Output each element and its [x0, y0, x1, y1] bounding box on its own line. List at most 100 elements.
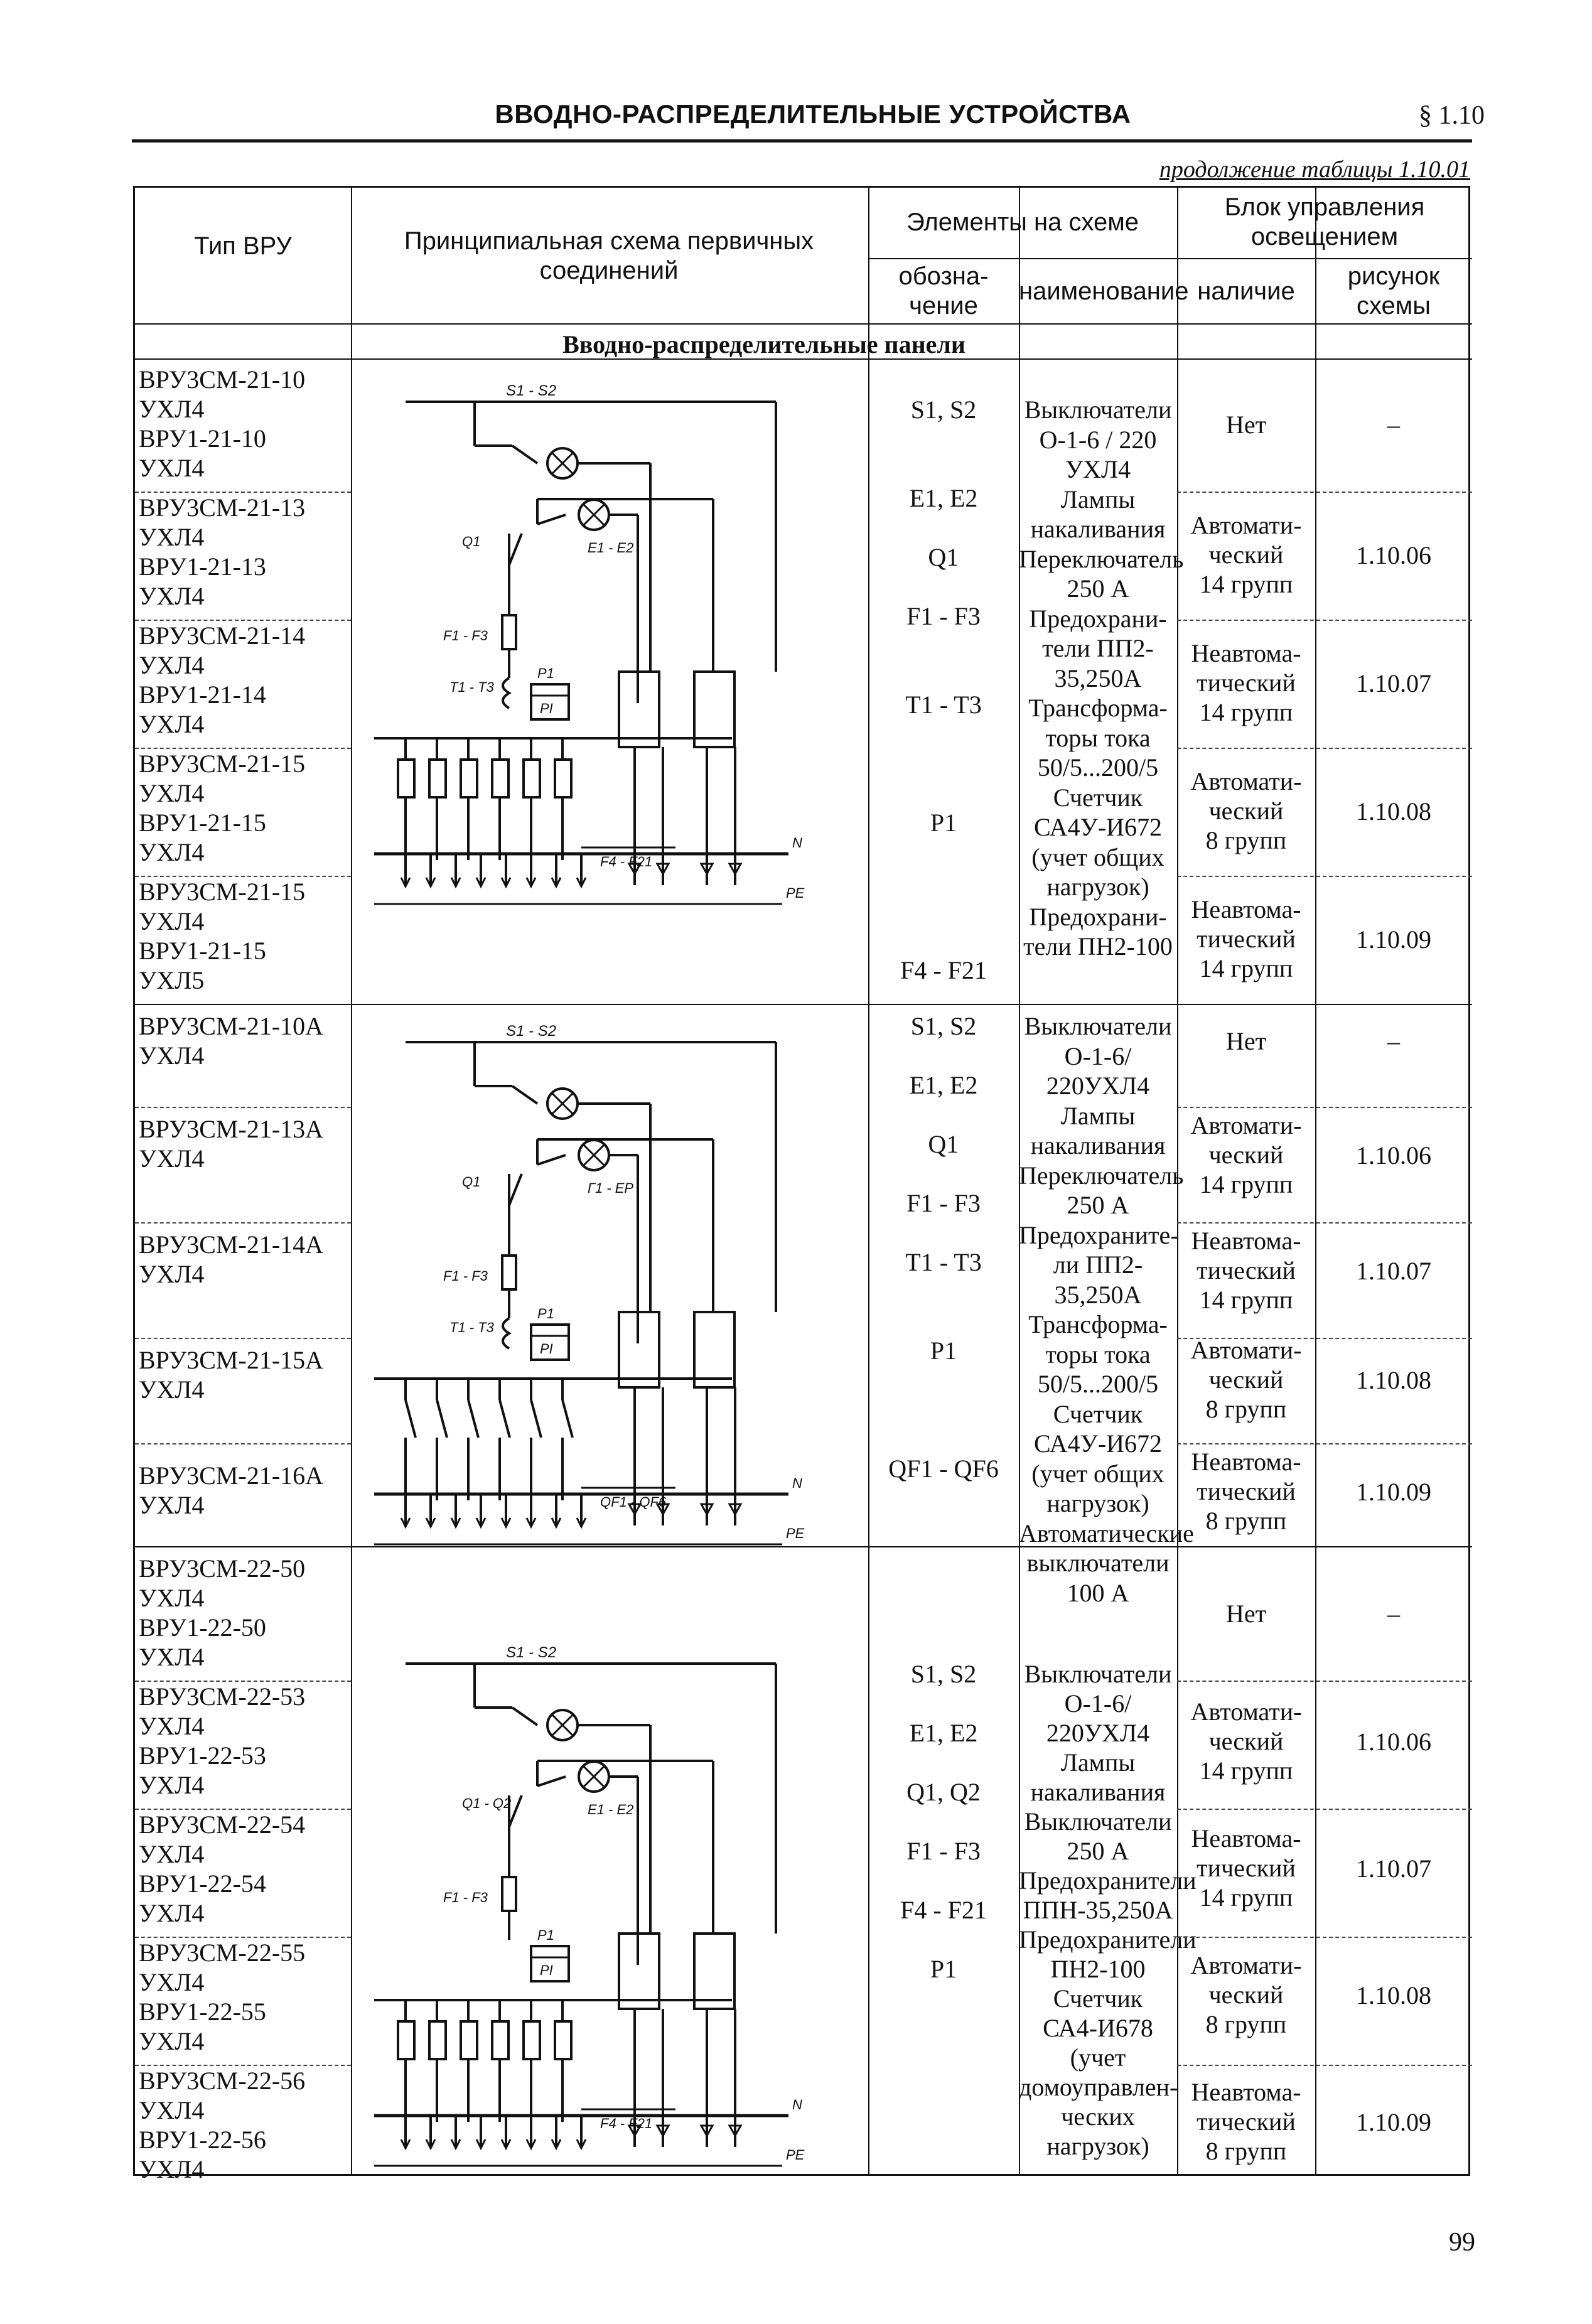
diagram-label: F1 - F3	[443, 1890, 488, 1905]
page-number: 99	[1449, 2228, 1475, 2257]
row-divider	[1177, 1107, 1472, 1108]
running-header-title: ВВОДНО-РАСПРЕДЕЛИТЕЛЬНЫЕ УСТРОЙСТВА	[495, 99, 1131, 129]
row-divider	[1177, 1681, 1472, 1682]
arrow-symbol	[425, 877, 436, 889]
diagram-label: PI	[540, 1341, 553, 1357]
diagram-label: F4 - F21	[600, 854, 652, 869]
drawing-cell: 1.10.09	[1356, 925, 1431, 954]
designation-cell: S1, S2 E1, E2 Q1 F1 - F3 T1 - T3 P1 QF1 …	[888, 1012, 999, 1483]
arrow-symbol	[525, 1517, 537, 1529]
diagram-stroke	[467, 1399, 480, 1438]
presence-cell: Автомати- ческий 14 групп	[1190, 1697, 1302, 1785]
device-symbol	[693, 1932, 736, 2010]
transformer-symbol	[502, 677, 512, 709]
col-rule	[1019, 188, 1020, 2174]
diagram-label: N	[792, 835, 802, 851]
type-cell: ВРУ3СМ-21-15А УХЛ4	[139, 1346, 324, 1404]
table-continuation-note: продолжение таблицы 1.10.01	[1159, 156, 1470, 183]
ground-symbol	[655, 1503, 670, 1517]
diagram-stroke	[508, 533, 523, 566]
fuse-symbol	[428, 758, 447, 799]
col-header-designation: обозна- чение	[898, 262, 989, 320]
type-cell: ВРУ3СМ-21-10 УХЛ4 ВРУ1-21-10 УХЛ4	[139, 365, 306, 482]
diagram-label: QF1 - QF6	[600, 1494, 667, 1510]
type-cell: ВРУ3СМ-21-16А УХЛ4	[139, 1461, 324, 1519]
fuse-symbol	[460, 758, 478, 799]
designation-cell: S1, S2 E1, E2 Q1, Q2 F1 - F3 F4 - F21 P1	[900, 1660, 987, 1983]
ground-symbol	[728, 863, 743, 876]
type-cell: ВРУ3СМ-22-56 УХЛ4 ВРУ1-22-56 УХЛ4	[139, 2067, 306, 2183]
diagram-label: Q1	[462, 1174, 480, 1190]
diagram-stroke	[404, 1399, 417, 1438]
header-rule	[132, 139, 1472, 143]
fuse-symbol	[501, 1254, 517, 1291]
fuse-symbol	[460, 2020, 478, 2060]
section-title-rule	[135, 358, 1472, 360]
diagram-label: PE	[786, 2147, 805, 2163]
col-header-type: Тип ВРУ	[194, 232, 292, 260]
arrow-symbol	[400, 2139, 411, 2151]
row-divider	[1177, 1809, 1472, 1810]
type-cell: ВРУ3СМ-21-10А УХЛ4	[139, 1012, 324, 1070]
ground-symbol	[699, 2124, 714, 2138]
section-title: Вводно-распределительные панели	[562, 330, 965, 358]
diagram-label: P1	[537, 1306, 554, 1321]
fuse-symbol	[397, 2020, 416, 2060]
diagram-stroke	[436, 1399, 448, 1438]
header-rule-elements	[868, 258, 1177, 259]
presence-cell: Неавтома- тический 8 групп	[1191, 2078, 1301, 2165]
drawing-cell: 1.10.08	[1356, 1981, 1431, 2009]
name-cell: Выключатели О-1-6/ 220УХЛ4 Лампы накалив…	[1019, 1012, 1194, 1607]
group-divider	[135, 1004, 1472, 1005]
diagram-label: Q1 - Q2	[462, 1795, 511, 1811]
ground-symbol	[699, 863, 714, 876]
diagram-label: PE	[786, 885, 805, 901]
arrow-symbol	[525, 877, 537, 889]
section-number: § 1.10	[1419, 101, 1485, 130]
diagram-label: Г1 - ЕР	[588, 1180, 633, 1196]
row-divider	[1177, 1443, 1472, 1444]
row-divider	[135, 2065, 351, 2066]
type-cell: ВРУ3СМ-21-14А УХЛ4	[139, 1230, 324, 1288]
col-header-drawing: рисунок схемы	[1347, 262, 1440, 320]
type-cell: ВРУ3СМ-21-15 УХЛ4 ВРУ1-21-15 УХЛ4	[139, 750, 306, 866]
presence-cell: Нет	[1225, 1600, 1267, 1628]
presence-cell: Неавтома- тический 14 групп	[1191, 1824, 1301, 1912]
diagram-label: P1	[537, 665, 554, 681]
diagram-label: PI	[540, 701, 553, 716]
col-rule	[351, 188, 352, 2174]
row-divider	[1177, 492, 1472, 493]
drawing-cell: 1.10.07	[1356, 1854, 1431, 1883]
row-divider	[135, 1222, 351, 1224]
diagram-label: F4 - F21	[600, 2116, 652, 2131]
diagram-label: E1 - E2	[588, 540, 633, 556]
presence-cell: Автомати- ческий 8 групп	[1190, 767, 1302, 854]
header-rule-lighting	[1177, 258, 1472, 259]
group-divider	[135, 1546, 1472, 1547]
arrow-symbol	[425, 1517, 436, 1529]
diagram-stroke	[582, 1143, 606, 1167]
diagram-stroke	[508, 1173, 523, 1206]
presence-cell: Неавтома- тический 14 групп	[1191, 895, 1301, 982]
fuse-symbol	[554, 758, 573, 799]
col-rule	[1315, 188, 1316, 2174]
row-divider	[1177, 1338, 1472, 1339]
row-divider	[1177, 748, 1472, 749]
device-symbol	[693, 1311, 736, 1389]
drawing-cell: 1.10.06	[1356, 1728, 1431, 1756]
fuse-symbol	[501, 614, 517, 650]
diagram-label: Q1	[462, 534, 480, 549]
presence-cell: Автомати- ческий 8 групп	[1190, 1951, 1302, 2038]
diagram-label: F1 - F3	[443, 628, 488, 643]
drawing-cell: –	[1387, 411, 1400, 439]
fuse-symbol	[491, 2020, 510, 2060]
diagram-stroke	[530, 1399, 542, 1438]
row-divider	[135, 620, 351, 621]
row-divider	[135, 748, 351, 749]
diagram-stroke	[551, 1713, 574, 1737]
ground-symbol	[728, 2124, 743, 2138]
diagram-label: T1 - T3	[449, 1320, 495, 1335]
diagram-stroke	[537, 1154, 566, 1166]
diagram-stroke	[537, 1775, 566, 1787]
meter-symbol	[530, 1323, 570, 1361]
